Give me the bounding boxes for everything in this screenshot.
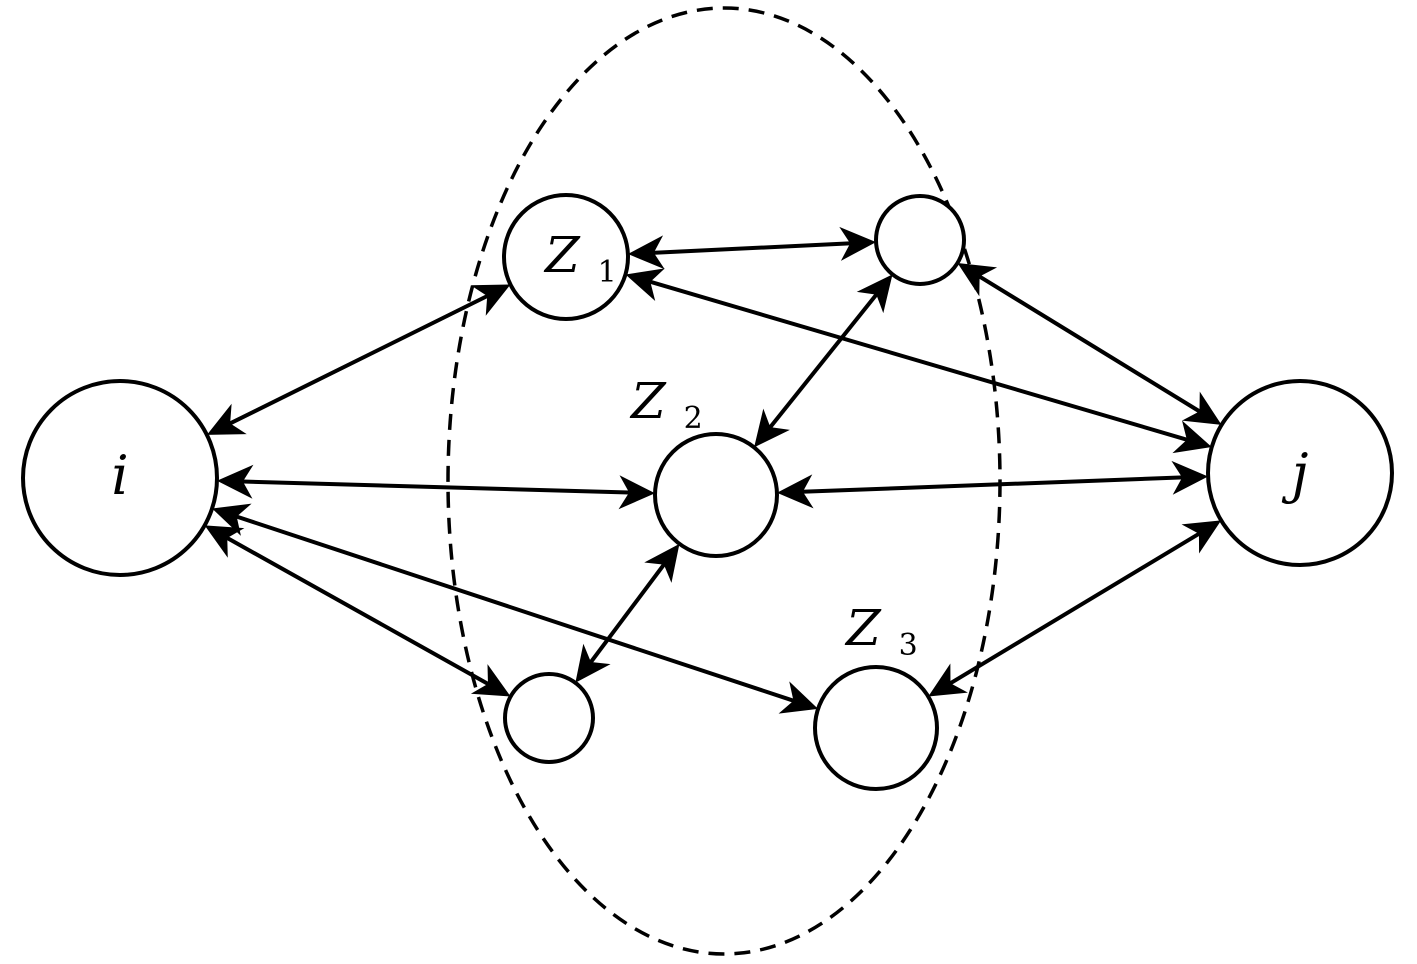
node-z2-circle [653, 432, 779, 558]
edge-z2-bottom_left [586, 559, 669, 667]
node-z2-label-main: Z [629, 372, 667, 430]
edge-top_right-j [974, 272, 1205, 416]
node-z2-label-sub: 2 [684, 401, 703, 436]
node-j-circle [1206, 379, 1394, 567]
node-top-right-circle [874, 194, 966, 286]
node-z3-label-main: Z [844, 599, 882, 657]
edge-i-z1 [225, 292, 492, 428]
node-z1: Z 1 [502, 193, 630, 321]
edge-i-z2 [238, 479, 634, 495]
edge-top_right-z2 [766, 289, 881, 432]
arrowhead-z1-j-at-j [1172, 420, 1212, 454]
node-z3-label: Z 3 [844, 599, 918, 663]
edge-z1-j [645, 278, 1192, 443]
node-top-right [874, 194, 966, 286]
node-i: i [21, 379, 219, 577]
arrowhead-i-z1-at-i [206, 403, 247, 435]
node-z1-label-main: Z [543, 226, 581, 284]
arrowhead-i-bottom_left-at-i [204, 525, 245, 558]
node-i-circle [21, 379, 219, 577]
arrowhead-z3-j-at-j [1181, 520, 1222, 554]
edges-layer [204, 226, 1222, 714]
edge-i-bottom_left [222, 534, 493, 688]
arrowhead-z2-j-at-j [1171, 460, 1209, 495]
node-i-label: i [111, 444, 128, 507]
edge-i-z3 [231, 513, 799, 704]
node-z1-circle [502, 193, 630, 321]
arrowhead-top_right-z2-at-top_right [856, 274, 893, 314]
arrowhead-top_right-j-at-top_right [957, 262, 998, 297]
edge-z1-top_right [649, 241, 855, 255]
node-z3-label-sub: 3 [899, 628, 918, 663]
node-bottom-left [503, 672, 595, 764]
arrowhead-top_right-z2-at-z2 [754, 408, 790, 448]
arrowhead-i-bottom_left-at-bottom_left [470, 664, 511, 697]
arrowhead-i-z2-at-z2 [618, 475, 656, 510]
node-j: j [1206, 379, 1394, 567]
arrowhead-top_right-j-at-j [1181, 391, 1222, 425]
node-z1-label-sub: 1 [598, 255, 617, 290]
node-z1-label: Z 1 [543, 226, 617, 290]
node-z3-circle [813, 665, 939, 791]
arrowhead-i-z2-at-i [216, 464, 254, 499]
arrowhead-i-z3-at-z3 [778, 681, 819, 714]
node-z2: Z 2 [629, 372, 779, 558]
arrowhead-z2-bottom_left-at-z2 [644, 543, 680, 583]
arrowhead-z1-top_right-at-z1 [627, 235, 665, 270]
edge-z3-j [945, 529, 1204, 688]
node-bottom-left-circle [503, 672, 595, 764]
arrowhead-i-z1-at-z1 [470, 284, 511, 316]
node-z2-label: Z 2 [629, 372, 703, 436]
arrowhead-z2-bottom_left-at-bottom_left [575, 643, 611, 683]
arrowhead-z2-j-at-z2 [776, 474, 814, 509]
dashed-group-ellipse [446, 6, 1002, 956]
arrowhead-z1-j-at-z1 [625, 268, 665, 301]
arrowhead-z3-j-at-z3 [928, 663, 968, 697]
arrowhead-z1-top_right-at-top_right [839, 226, 877, 261]
arrowhead-i-z3-at-i [212, 503, 252, 536]
edge-z2-j [798, 475, 1187, 494]
node-z3: Z 3 [813, 599, 939, 791]
